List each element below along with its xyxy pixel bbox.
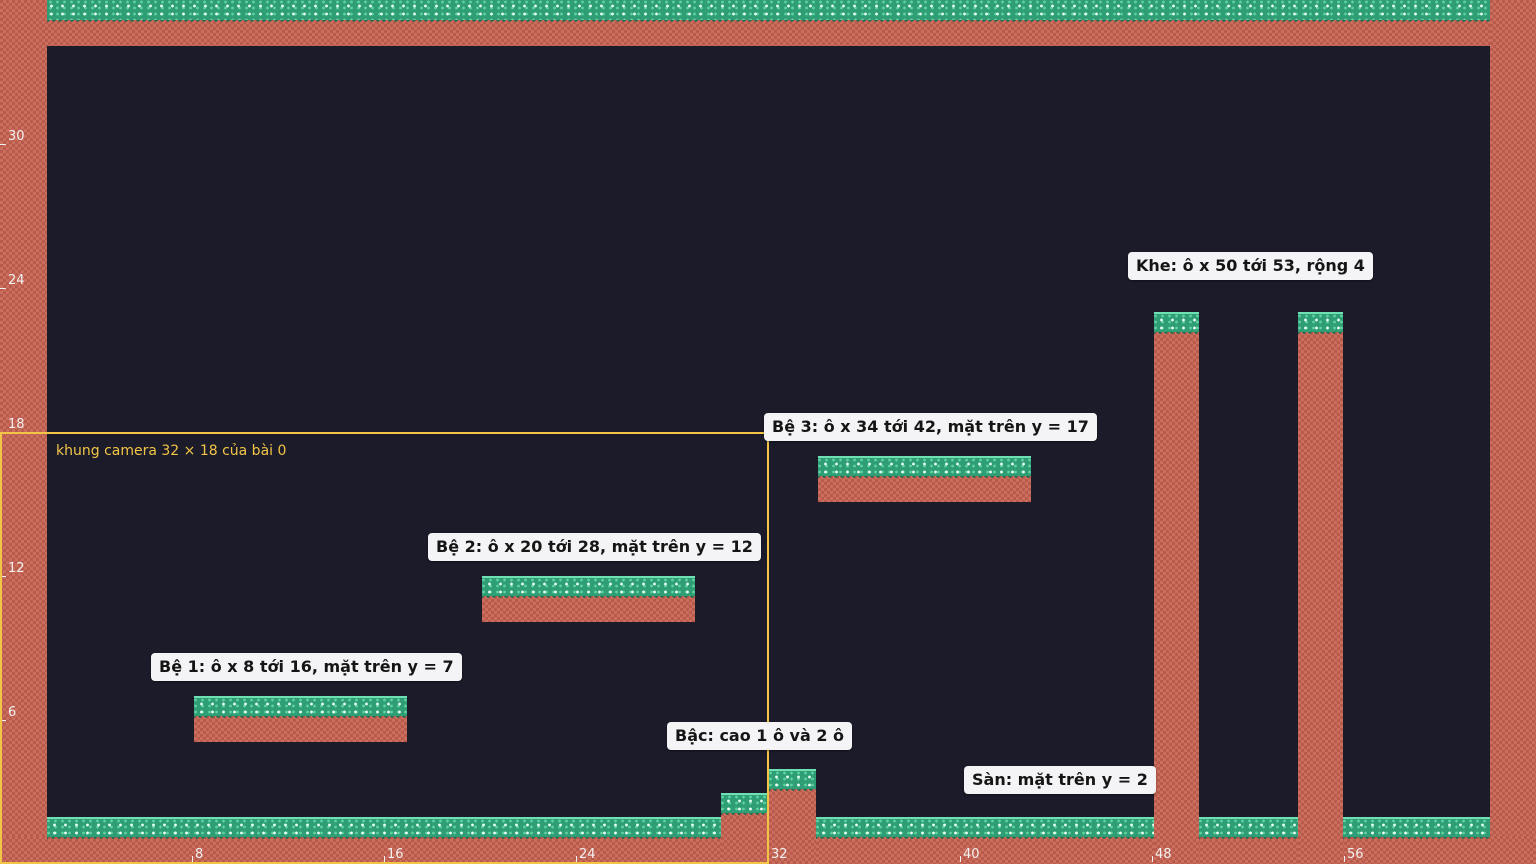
x-tick-label-24: 24 <box>579 847 596 862</box>
x-tick-label-56: 56 <box>1347 847 1364 862</box>
gap-pillar-left-grass <box>1154 312 1199 336</box>
steps-callout: Bậc: cao 1 ô và 2 ô <box>667 722 853 750</box>
x-tick-label-40: 40 <box>963 847 980 862</box>
x-tick-mark-16 <box>384 856 385 862</box>
x-tick-mark-32 <box>768 856 769 862</box>
y-tick-mark-24 <box>0 288 6 289</box>
platform-3-grass <box>818 456 1031 480</box>
platform-2-callout: Bệ 2: ô x 20 tới 28, mặt trên y = 12 <box>428 533 761 561</box>
camera-frame-label: khung camera 32 × 18 của bài 0 <box>56 443 287 459</box>
y-tick-mark-12 <box>0 576 6 577</box>
x-tick-mark-48 <box>1152 856 1153 862</box>
top-wall-grass <box>0 0 1536 24</box>
y-tick-label-30: 30 <box>8 129 25 144</box>
x-tick-label-16: 16 <box>387 847 404 862</box>
floor-grass-mid <box>816 817 1154 841</box>
x-tick-label-8: 8 <box>195 847 204 862</box>
x-tick-mark-24 <box>576 856 577 862</box>
step-2-grass <box>769 769 816 793</box>
step-1-grass <box>721 793 767 817</box>
gap-callout: Khe: ô x 50 tới 53, rộng 4 <box>1128 252 1373 280</box>
gap-pillar-right-grass <box>1298 312 1343 336</box>
y-tick-mark-6 <box>0 720 6 721</box>
x-tick-mark-40 <box>960 856 961 862</box>
platform-1-callout: Bệ 1: ô x 8 tới 16, mặt trên y = 7 <box>151 653 462 681</box>
y-tick-label-24: 24 <box>8 273 25 288</box>
floor-grass-right <box>1343 817 1490 841</box>
x-tick-mark-56 <box>1344 856 1345 862</box>
y-tick-mark-30 <box>0 144 6 145</box>
floor-callout: Sàn: mặt trên y = 2 <box>964 766 1156 794</box>
x-tick-mark-8 <box>192 856 193 862</box>
floor-grass-left <box>47 817 721 841</box>
camera-frame <box>0 432 769 864</box>
x-tick-label-48: 48 <box>1155 847 1172 862</box>
y-tick-label-18: 18 <box>8 417 25 432</box>
floor-grass-gap-inner <box>1199 817 1298 841</box>
gap-pillar-right <box>1298 314 1343 864</box>
x-tick-label-32: 32 <box>771 847 788 862</box>
y-tick-label-6: 6 <box>8 705 17 720</box>
platform-1-grass <box>194 696 407 720</box>
y-tick-mark-18 <box>0 432 6 433</box>
y-tick-label-12: 12 <box>8 561 25 576</box>
gap-pillar-left <box>1154 314 1199 864</box>
right-wall <box>1490 0 1536 864</box>
platform-2-grass <box>482 576 695 600</box>
platform-3-callout: Bệ 3: ô x 34 tới 42, mặt trên y = 17 <box>764 413 1097 441</box>
